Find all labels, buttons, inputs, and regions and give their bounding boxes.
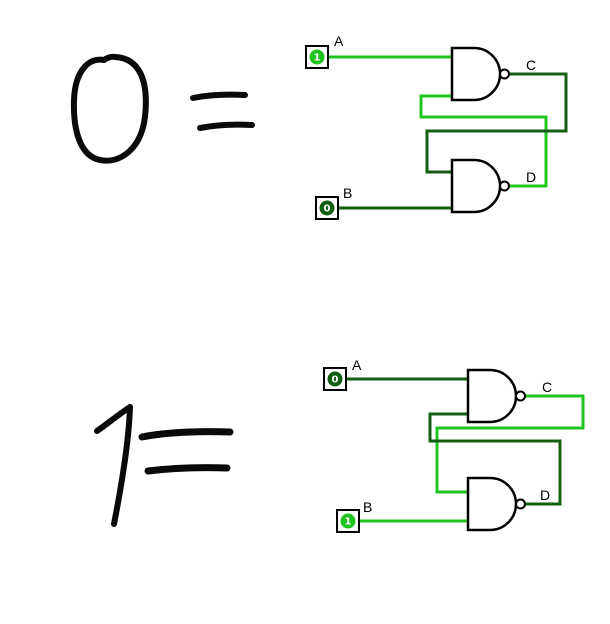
handwritten-zero: 0 xyxy=(70,53,149,164)
wire-feedback-d-top-circuit xyxy=(419,94,548,188)
wire-feedback-c-top-circuit xyxy=(425,72,568,174)
inverter-bubble xyxy=(515,498,526,510)
equals-top-bar-1 xyxy=(190,91,248,101)
handwritten-equals-bottom: = xyxy=(138,428,234,475)
output-label-c: C xyxy=(542,379,552,395)
inverter-bubble xyxy=(499,68,510,80)
pin-label-b: B xyxy=(363,499,372,515)
equals-bottom-bar-1 xyxy=(138,428,234,441)
pin-state-dot xyxy=(309,49,325,65)
pin-label-a: A xyxy=(352,357,362,373)
inverter-bubble xyxy=(499,180,510,192)
pin-state-dot xyxy=(340,513,356,529)
output-label-d: D xyxy=(526,169,536,185)
pin-value: 1 xyxy=(314,53,321,64)
sr-latch-bottom: 0 A 1 B C D xyxy=(323,357,585,533)
pin-label-b: B xyxy=(343,185,352,201)
zero-stroke xyxy=(70,53,149,164)
nand-gate-upper-top-circuit xyxy=(450,46,510,102)
input-pin-a-bottom-circuit[interactable]: 0 xyxy=(323,367,347,391)
pin-label-a: A xyxy=(334,33,344,49)
equals-bottom-bar-2 xyxy=(144,464,231,475)
pin-state-dot xyxy=(319,200,335,216)
equals-top-bar-2 xyxy=(197,121,255,131)
nand-gate-upper-bottom-circuit xyxy=(466,368,526,424)
wire-feedback-d-bottom-circuit xyxy=(428,412,562,506)
pin-state-dot xyxy=(327,371,343,387)
nand-gate-body xyxy=(466,368,518,424)
nand-gate-body xyxy=(450,46,502,102)
handwritten-equals-top: = xyxy=(190,91,255,131)
input-pin-b-bottom-circuit[interactable]: 1 xyxy=(336,509,360,533)
nand-gate-lower-top-circuit xyxy=(450,158,510,214)
one-stroke xyxy=(94,404,133,527)
inverter-bubble xyxy=(515,390,526,402)
handwritten-one: 1 xyxy=(94,404,133,527)
nand-gate-lower-bottom-circuit xyxy=(466,476,526,532)
nand-gate-body xyxy=(466,476,518,532)
sr-latch-top: 1 A 0 B C D xyxy=(305,33,568,220)
nand-gate-body xyxy=(450,158,502,214)
pin-value: 0 xyxy=(324,204,331,215)
input-pin-a-top-circuit[interactable]: 1 xyxy=(305,45,329,69)
wire-feedback-c-bottom-circuit xyxy=(435,394,585,494)
output-label-d: D xyxy=(540,487,550,503)
pin-value: 0 xyxy=(332,375,339,386)
output-label-c: C xyxy=(526,57,536,73)
pin-value: 1 xyxy=(345,517,352,528)
input-pin-b-top-circuit[interactable]: 0 xyxy=(315,196,339,220)
